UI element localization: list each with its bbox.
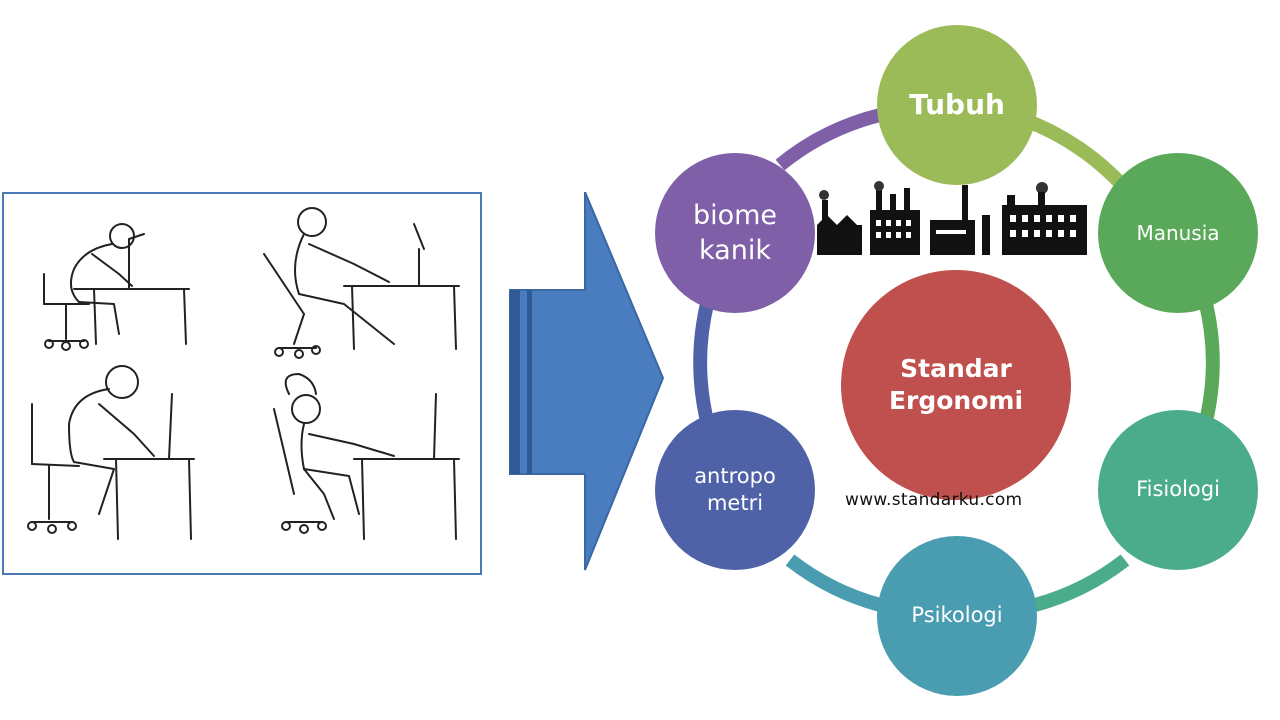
center-line2: Ergonomi bbox=[888, 386, 1024, 415]
posture-figure-reclining-icon bbox=[273, 373, 460, 540]
posture-figure-leaning-icon bbox=[263, 207, 460, 359]
node-fisiologi: Fisiologi bbox=[1098, 410, 1258, 570]
node-tubuh: Tubuh bbox=[877, 25, 1037, 185]
node-biomekanik: biome kanik bbox=[655, 153, 815, 313]
node-manusia-label: Manusia bbox=[1136, 221, 1220, 245]
factory-icon bbox=[817, 181, 1087, 255]
posture-sketch-icon bbox=[27, 207, 460, 540]
posture-figure-slouching-icon bbox=[27, 365, 195, 540]
node-manusia: Manusia bbox=[1098, 153, 1258, 313]
node-psikologi: Psikologi bbox=[877, 536, 1037, 696]
right-arrow-icon bbox=[509, 192, 665, 571]
website-url: www.standarku.com bbox=[845, 490, 1023, 510]
node-biomekanik-line2: kanik bbox=[699, 235, 771, 266]
node-antropometri-line1: antropo bbox=[694, 463, 776, 488]
center-line1: Standar bbox=[900, 353, 1012, 383]
posture-figure-hunched-icon bbox=[43, 223, 190, 351]
node-fisiologi-label: Fisiologi bbox=[1136, 477, 1220, 502]
node-antropometri: antropo metri bbox=[655, 410, 815, 570]
node-tubuh-label: Tubuh bbox=[909, 87, 1005, 121]
node-antropometri-line2: metri bbox=[706, 491, 764, 515]
posture-illustration-panel bbox=[2, 192, 482, 575]
node-biomekanik-line1: biome bbox=[692, 199, 778, 231]
node-psikologi-label: Psikologi bbox=[911, 603, 1003, 628]
node-center-standar-ergonomi: Standar Ergonomi bbox=[841, 270, 1071, 500]
